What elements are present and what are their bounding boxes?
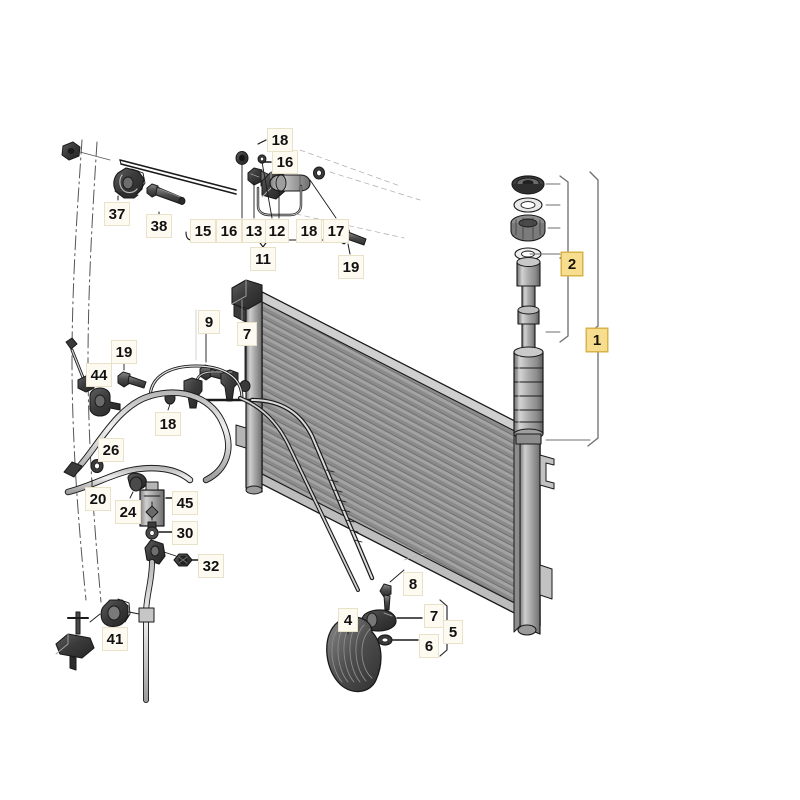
callout-2-highlighted[interactable]: 2 bbox=[561, 252, 583, 276]
callout-5-group[interactable]: 5 bbox=[443, 620, 463, 644]
callout-45[interactable]: 45 bbox=[172, 491, 198, 515]
callout-16-a[interactable]: 16 bbox=[216, 219, 242, 243]
callout-6[interactable]: 6 bbox=[419, 634, 439, 658]
callout-13[interactable]: 13 bbox=[242, 219, 266, 243]
callout-17[interactable]: 17 bbox=[323, 219, 349, 243]
callout-18-a[interactable]: 18 bbox=[296, 219, 322, 243]
callout-19-a[interactable]: 19 bbox=[338, 255, 364, 279]
callout-15[interactable]: 15 bbox=[190, 219, 216, 243]
callout-38[interactable]: 38 bbox=[146, 214, 172, 238]
callout-18-top[interactable]: 18 bbox=[267, 128, 293, 152]
callout-9[interactable]: 9 bbox=[198, 310, 220, 334]
callout-8[interactable]: 8 bbox=[403, 572, 423, 596]
callout-26[interactable]: 26 bbox=[98, 438, 124, 462]
callout-20[interactable]: 20 bbox=[85, 487, 111, 511]
callout-16-top[interactable]: 16 bbox=[272, 150, 298, 174]
callout-24[interactable]: 24 bbox=[115, 500, 141, 524]
callout-41[interactable]: 41 bbox=[102, 627, 128, 651]
callout-11-group[interactable]: 11 bbox=[250, 247, 276, 271]
callout-7-a[interactable]: 7 bbox=[237, 322, 257, 346]
callout-32[interactable]: 32 bbox=[198, 554, 224, 578]
callout-44[interactable]: 44 bbox=[86, 363, 112, 387]
callout-12[interactable]: 12 bbox=[265, 219, 289, 243]
callout-30[interactable]: 30 bbox=[172, 521, 198, 545]
callout-1-highlighted[interactable]: 1 bbox=[586, 328, 608, 352]
callout-37[interactable]: 37 bbox=[104, 202, 130, 226]
callout-4[interactable]: 4 bbox=[338, 608, 358, 632]
callout-7-b[interactable]: 7 bbox=[424, 604, 444, 628]
callout-19-b[interactable]: 19 bbox=[111, 340, 137, 364]
callout-18-b[interactable]: 18 bbox=[155, 412, 181, 436]
